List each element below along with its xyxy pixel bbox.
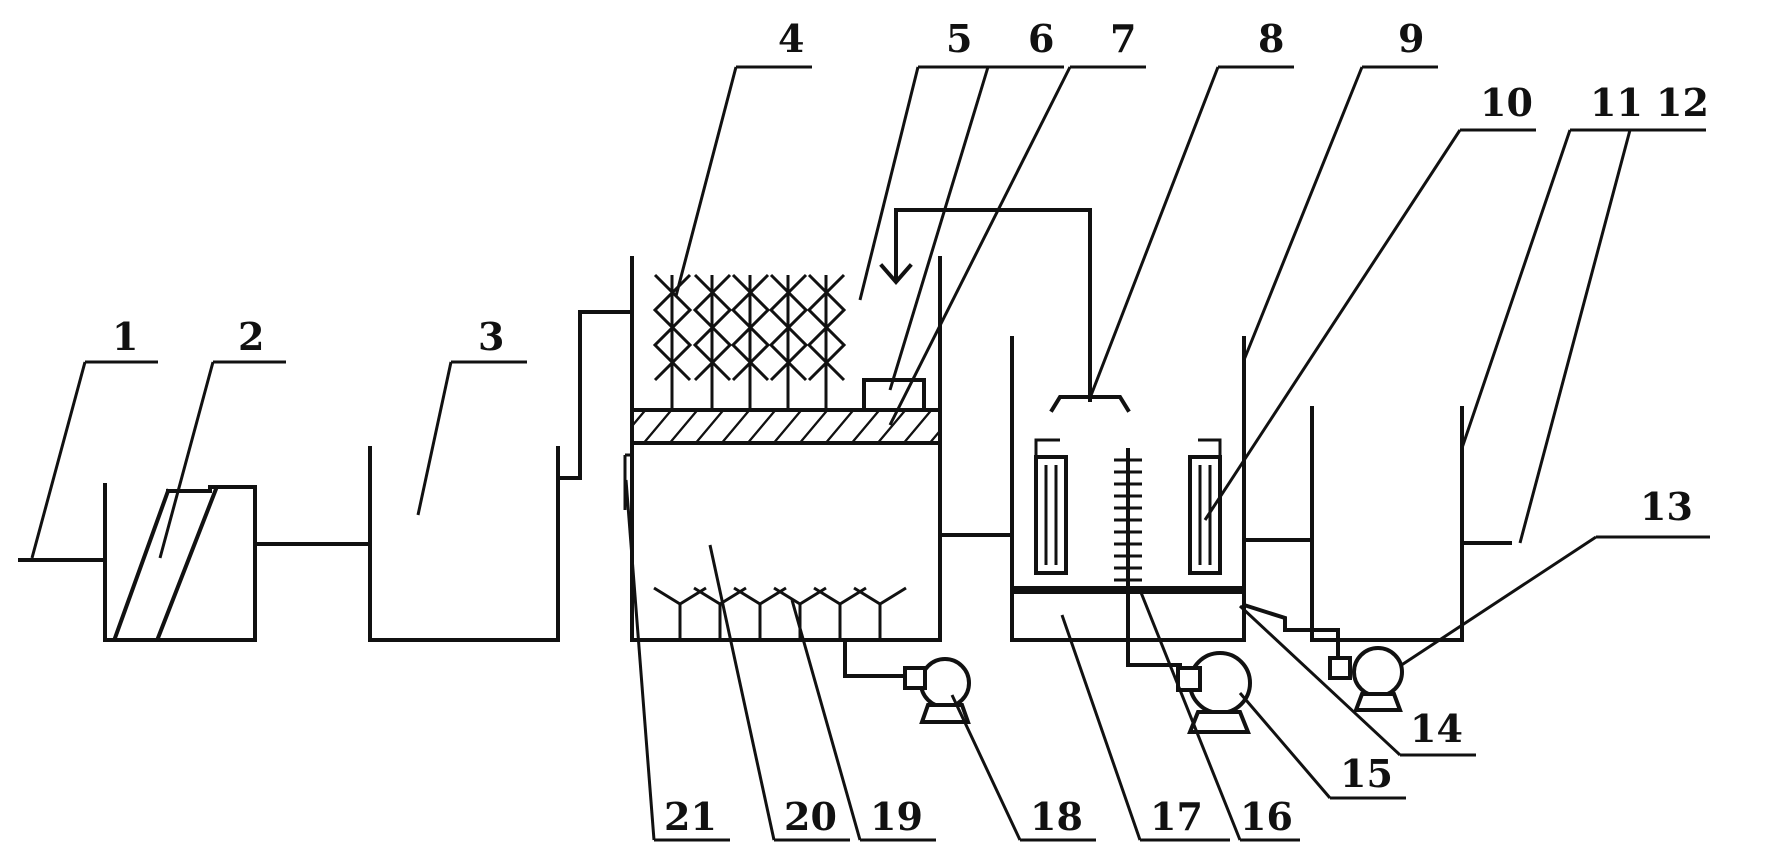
label-6: 6 bbox=[1028, 16, 1054, 61]
pump-13 bbox=[1241, 602, 1404, 712]
label-10: 10 bbox=[1480, 80, 1533, 125]
label-18: 18 bbox=[1030, 794, 1083, 839]
label-14: 14 bbox=[1410, 706, 1463, 751]
label-16: 16 bbox=[1240, 794, 1293, 839]
regulating-tank bbox=[368, 446, 560, 642]
label-7: 7 bbox=[1110, 16, 1136, 61]
pipe-3-20 bbox=[556, 310, 634, 480]
leader-lines bbox=[30, 65, 1710, 842]
label-3: 3 bbox=[478, 314, 504, 359]
label-20: 20 bbox=[784, 794, 837, 839]
label-21: 21 bbox=[664, 794, 717, 839]
label-19: 19 bbox=[870, 794, 923, 839]
label-4: 4 bbox=[778, 16, 804, 61]
label-2: 2 bbox=[238, 314, 264, 359]
label-11: 11 bbox=[1590, 80, 1643, 125]
recycle-pipe bbox=[894, 208, 1092, 402]
screen-tank bbox=[18, 483, 257, 642]
label-8: 8 bbox=[1258, 16, 1284, 61]
membrane-tank bbox=[1010, 336, 1246, 667]
recycle-arrow-icon bbox=[879, 263, 913, 286]
label-13: 13 bbox=[1640, 484, 1693, 529]
pump-15 bbox=[1176, 651, 1252, 734]
label-17: 17 bbox=[1150, 794, 1203, 839]
aeration-diffusers bbox=[653, 586, 907, 640]
blower-18 bbox=[843, 638, 971, 724]
label-1: 1 bbox=[112, 314, 138, 359]
clear-water-tank bbox=[1310, 406, 1464, 642]
label-12: 12 bbox=[1656, 80, 1709, 125]
labels: 1 2 3 4 5 6 7 8 9 10 11 12 13 14 15 16 1… bbox=[112, 16, 1709, 839]
label-5: 5 bbox=[946, 16, 972, 61]
bio-tank bbox=[623, 256, 942, 642]
label-15: 15 bbox=[1340, 751, 1393, 796]
wetland-plants bbox=[652, 273, 847, 410]
label-9: 9 bbox=[1398, 16, 1424, 61]
